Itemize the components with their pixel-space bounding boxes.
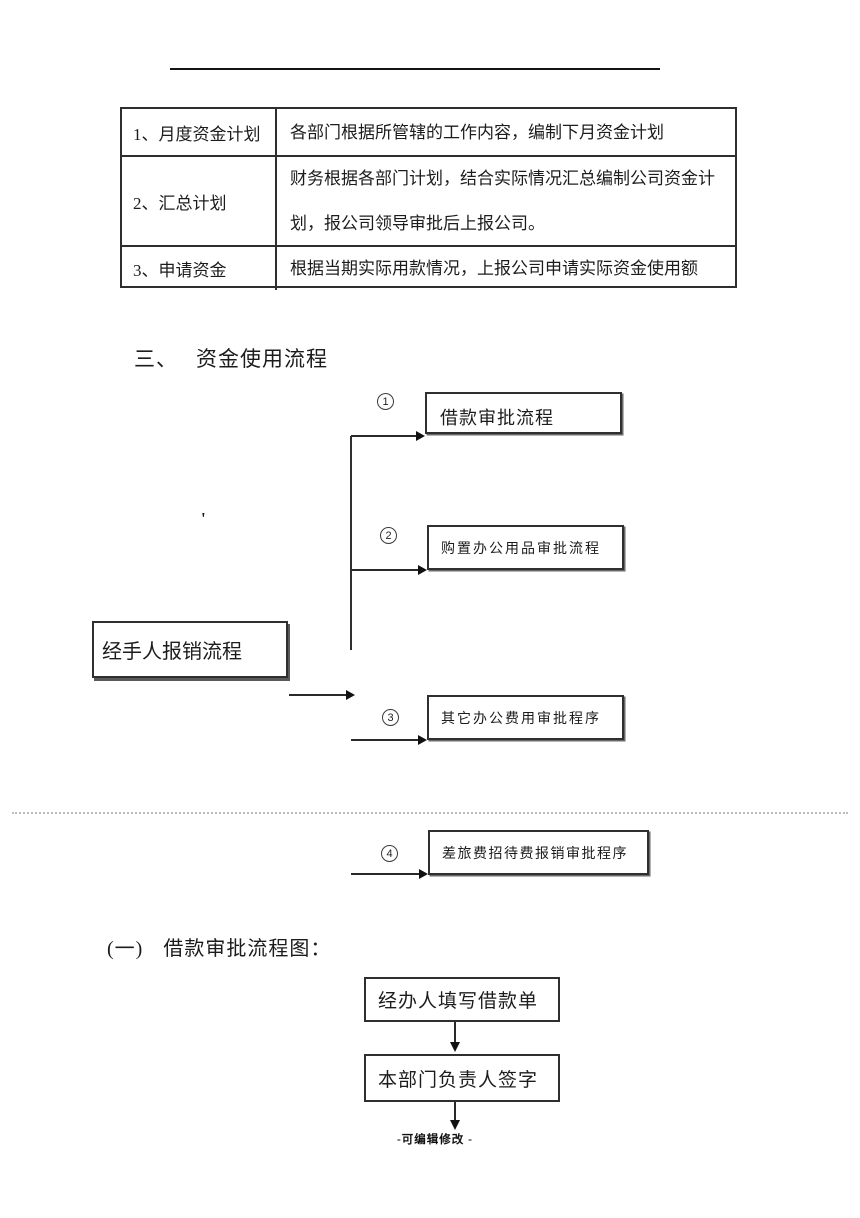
flow-box-office-supplies: 购置办公用品审批流程 <box>427 525 624 570</box>
flow-box-label: 本部门负责人签字 <box>378 1069 539 1091</box>
flow-box-department-head-sign: 本部门负责人签字 <box>364 1054 560 1102</box>
flow-box-loan-approval: 借款审批流程 <box>425 392 622 434</box>
arrow-down-step-2 <box>454 1102 456 1120</box>
table-row-label: 2、汇总计划 <box>122 155 275 245</box>
branch-number-circled: 3 <box>382 709 399 726</box>
subsection-number: (一) <box>107 938 144 960</box>
flow-box-label: 其它办公费用审批程序 <box>441 711 601 727</box>
page-break-dotted-rule <box>12 812 848 814</box>
flow-box-label: 购置办公用品审批流程 <box>441 541 601 557</box>
subsection-title: 借款审批流程图： <box>163 938 332 960</box>
arrow-from-source-box <box>289 694 346 696</box>
table-row-label: 1、月度资金计划 <box>133 124 261 144</box>
fund-plan-table: 1、月度资金计划 各部门根据所管辖的工作内容，编制下月资金计划 2、汇总计划 财… <box>120 107 737 290</box>
subsection-heading: (一) 借款审批流程图： <box>107 932 331 961</box>
flow-box-label: 借款审批流程 <box>440 408 554 428</box>
flow-box-reimbursement-source: 经手人报销流程 <box>92 621 288 678</box>
table-row-desc: 财务根据各部门计划，结合实际情况汇总编制公司资金计 划，报公司领导审批后上报公司… <box>275 155 735 245</box>
flow-box-other-expenses: 其它办公费用审批程序 <box>427 695 624 740</box>
flow-box-fill-loan-form: 经办人填写借款单 <box>364 977 560 1022</box>
stray-quote-mark: ' <box>201 509 206 528</box>
branch-number-circled: 1 <box>377 393 394 410</box>
arrow-to-branch-2 <box>351 569 418 571</box>
footer-editable-note: -可编辑修改 - <box>396 1134 474 1146</box>
arrow-to-branch-3 <box>351 739 418 741</box>
flow-box-label: 经办人填写借款单 <box>378 991 539 1012</box>
flow-box-label: 经手人报销流程 <box>102 641 242 663</box>
arrow-to-branch-1 <box>351 435 416 437</box>
arrow-to-branch-4 <box>351 873 419 875</box>
arrow-down-step-1 <box>454 1022 456 1042</box>
flow-box-label: 差旅费招待费报销审批程序 <box>442 846 628 862</box>
flow-box-travel-entertainment: 差旅费招待费报销审批程序 <box>428 830 649 875</box>
branch-number-circled: 4 <box>381 845 398 862</box>
table-row-desc: 根据当期实际用款情况，上报公司申请实际资金使用额 <box>275 245 735 290</box>
branch-number-circled: 2 <box>380 527 397 544</box>
section-heading: 三、 资金使用流程 <box>134 343 328 373</box>
section-number: 三、 <box>134 347 178 371</box>
section-title: 资金使用流程 <box>196 347 328 371</box>
connector-vertical-line <box>350 436 352 650</box>
top-rule <box>170 68 660 70</box>
table-row-desc: 各部门根据所管辖的工作内容，编制下月资金计划 <box>275 109 735 155</box>
table-row-label: 3、申请资金 <box>122 245 275 290</box>
